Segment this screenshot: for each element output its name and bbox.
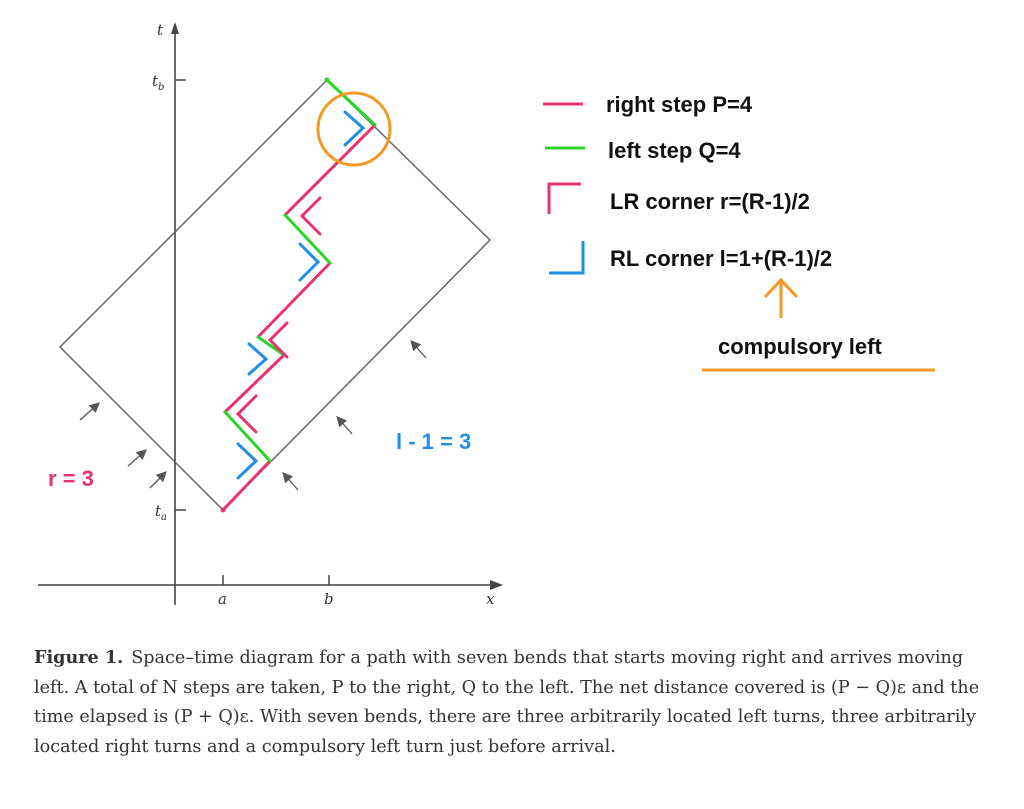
b-label: b — [324, 590, 334, 608]
left-steps — [223, 78, 377, 463]
space-time-diagram: t x tb ta a b r = 3 l - 1 — [38, 21, 935, 608]
legend: right step P=4 left step Q=4 LR corner r… — [543, 92, 935, 372]
boundary-arrow — [149, 471, 167, 489]
right-step — [223, 353, 286, 414]
r-count-label: r = 3 — [48, 466, 94, 491]
tb-label: tb — [152, 72, 164, 93]
boundary-arrow — [282, 472, 299, 491]
boundary-arrow — [127, 449, 147, 467]
boundary-arrow — [79, 402, 100, 421]
space-axis-arrow — [490, 580, 503, 590]
ta-label: ta — [155, 502, 167, 523]
l-count-label: l - 1 = 3 — [396, 429, 471, 454]
path-start-dot — [220, 507, 226, 513]
lr-corner — [299, 196, 322, 236]
legend-rl-corner-swatch — [549, 241, 585, 275]
legend-lr-corner-swatch — [547, 182, 581, 214]
lr-corner — [267, 321, 289, 359]
boundary-arrow — [336, 416, 353, 435]
lr-corner-markers — [235, 196, 322, 434]
right-step — [256, 261, 332, 339]
compulsory-left-label: compulsory left — [718, 334, 882, 359]
legend-lr-corner-label: LR corner r=(R-1)/2 — [610, 189, 810, 214]
legend-left-step-label: left step Q=4 — [608, 138, 741, 163]
legend-rl-corner-label: RL corner l=1+(R-1)/2 — [610, 246, 832, 271]
compulsory-left-highlight — [316, 91, 392, 167]
a-label: a — [218, 590, 227, 608]
legend-right-step-label: right step P=4 — [606, 92, 753, 117]
right-step — [221, 459, 272, 512]
figure-label: Figure 1. — [34, 647, 124, 668]
path-end-dot — [324, 77, 330, 83]
rl-corner — [236, 442, 259, 480]
left-step — [283, 213, 332, 265]
rl-corner-compulsory — [343, 110, 366, 147]
lr-corner — [235, 394, 258, 434]
rl-corner — [298, 242, 321, 282]
right-steps — [221, 123, 377, 512]
compulsory-arrow-head — [763, 277, 799, 299]
left-step — [325, 78, 377, 127]
space-axis-label: x — [486, 590, 495, 608]
left-step — [223, 410, 272, 463]
figure-caption: Figure 1.Space–time diagram for a path w… — [34, 643, 994, 762]
left-step — [256, 335, 286, 357]
time-axis-label: t — [157, 21, 164, 39]
time-axis-arrow — [171, 22, 179, 34]
figure-caption-text: Space–time diagram for a path with seven… — [34, 648, 980, 757]
rl-corner — [247, 342, 269, 376]
right-step — [283, 123, 377, 217]
boundary-arrow — [410, 340, 427, 359]
rl-corner-markers — [236, 110, 366, 480]
